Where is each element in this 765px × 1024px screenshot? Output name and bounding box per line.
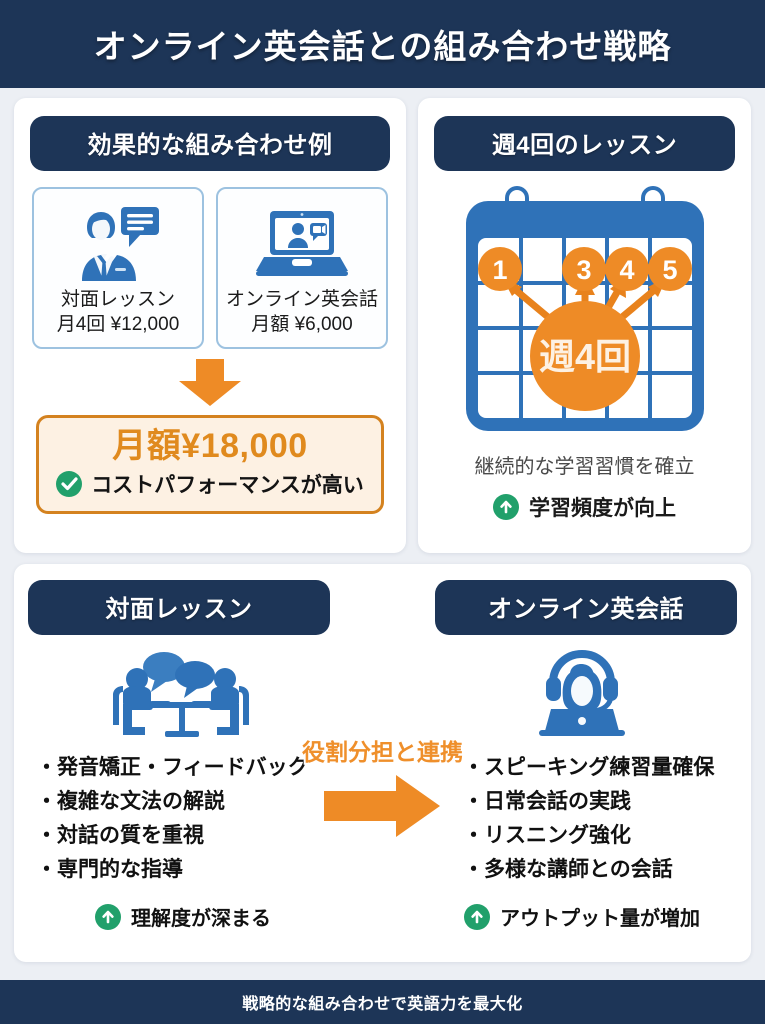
page-title: オンライン英会話との組み合わせ戦略 [93,28,672,65]
laptop-video-call-icon [254,201,350,287]
list-item: 対話の質を重視 [36,819,309,853]
arrow-up-circle-icon [464,903,490,930]
comparison-heading-left: 対面レッスン [28,580,330,635]
calendar-day-3: 3 [576,255,591,285]
total-note: コストパフォーマンスが高い [49,469,371,499]
title-bar: オンライン英会話との組み合わせ戦略 [0,0,765,88]
total-box: 月額¥18,000 コストパフォーマンスが高い [36,415,384,514]
comparison-right-bullets: スピーキング練習量確保 日常会話の実践 リスニング強化 多様な講師との会話 [427,751,714,887]
down-arrow-icon [30,359,390,407]
combination-heading: 効果的な組み合わせ例 [30,116,390,171]
comparison-card: 対面レッスン オンライン英会話 [14,564,751,962]
frequency-heading: 週4回のレッスン [434,116,735,171]
footer-text: 戦略的な組み合わせで英語力を最大化 [242,996,523,1013]
headset-person-laptop-icon [527,649,637,737]
heading-spacer [330,580,435,635]
footer-bar: 戦略的な組み合わせで英語力を最大化 [0,980,765,1024]
calendar-center-label: 週4回 [538,336,630,377]
check-circle-icon [56,470,83,497]
top-row: 効果的な組み合わせ例 [14,98,751,553]
arrow-up-circle-icon [95,903,121,930]
list-item: 複雑な文法の解説 [36,785,309,819]
comparison-headings: 対面レッスン オンライン英会話 [28,580,737,635]
list-item: 発音矯正・フィードバック [36,751,309,785]
list-item: 専門的な指導 [36,853,309,887]
option-label: オンライン英会話 [225,289,378,310]
comparison-left-bullets: 発音矯正・フィードバック 複雑な文法の解説 対話の質を重視 専門的な指導 [28,751,309,887]
total-note-text: コストパフォーマンスが高い [91,473,364,497]
list-item: リスニング強化 [463,819,714,853]
option-label: 対面レッスン [60,289,175,310]
frequency-benefit-text: 学習頻度が向上 [529,497,676,520]
arrow-up-circle-icon [493,494,519,520]
comparison-left-benefit-text: 理解度が深まる [131,908,271,931]
comparison-left-column: 発音矯正・フィードバック 複雑な文法の解説 対話の質を重視 専門的な指導 理解度… [28,649,338,931]
frequency-benefit: 学習頻度が向上 [434,492,735,522]
connector-label: 役割分担と連携 [300,737,465,767]
calendar-day-1: 1 [492,255,507,285]
list-item: 日常会話の実践 [463,785,714,819]
two-people-table-discussion-icon [99,649,267,737]
right-arrow-icon [268,773,498,839]
list-item: 多様な講師との会話 [463,853,714,887]
list-item: スピーキング練習量確保 [463,751,714,785]
total-amount: 月額¥18,000 [112,427,308,466]
calendar-day-4: 4 [619,255,634,285]
frequency-card: 週4回のレッスン [418,98,751,553]
calendar-illustration: 1 3 4 5 週4回 [434,183,735,436]
option-price: 月額 ¥6,000 [251,314,353,336]
calendar-day-5: 5 [662,255,677,285]
option-price: 月4回 ¥12,000 [56,314,180,336]
combination-card: 効果的な組み合わせ例 [14,98,406,553]
comparison-body: 発音矯正・フィードバック 複雑な文法の解説 対話の質を重視 専門的な指導 理解度… [28,649,737,931]
comparison-left-benefit: 理解度が深まる [95,902,271,931]
connector: 役割分担と連携 [268,733,498,839]
option-list: 対面レッスン 月4回 ¥12,000 [30,187,390,350]
option-online[interactable]: オンライン英会話 月額 ¥6,000 [216,187,388,350]
option-in-person[interactable]: 対面レッスン 月4回 ¥12,000 [32,187,204,350]
frequency-caption: 継続的な学習習慣を確立 [474,456,695,478]
person-speech-bubble-icon [75,201,161,287]
comparison-right-benefit-text: アウトプット量が増加 [500,908,700,931]
comparison-right-column: スピーキング練習量確保 日常会話の実践 リスニング強化 多様な講師との会話 アウ… [427,649,737,931]
comparison-heading-right: オンライン英会話 [435,580,737,635]
comparison-right-benefit: アウトプット量が増加 [464,902,700,931]
